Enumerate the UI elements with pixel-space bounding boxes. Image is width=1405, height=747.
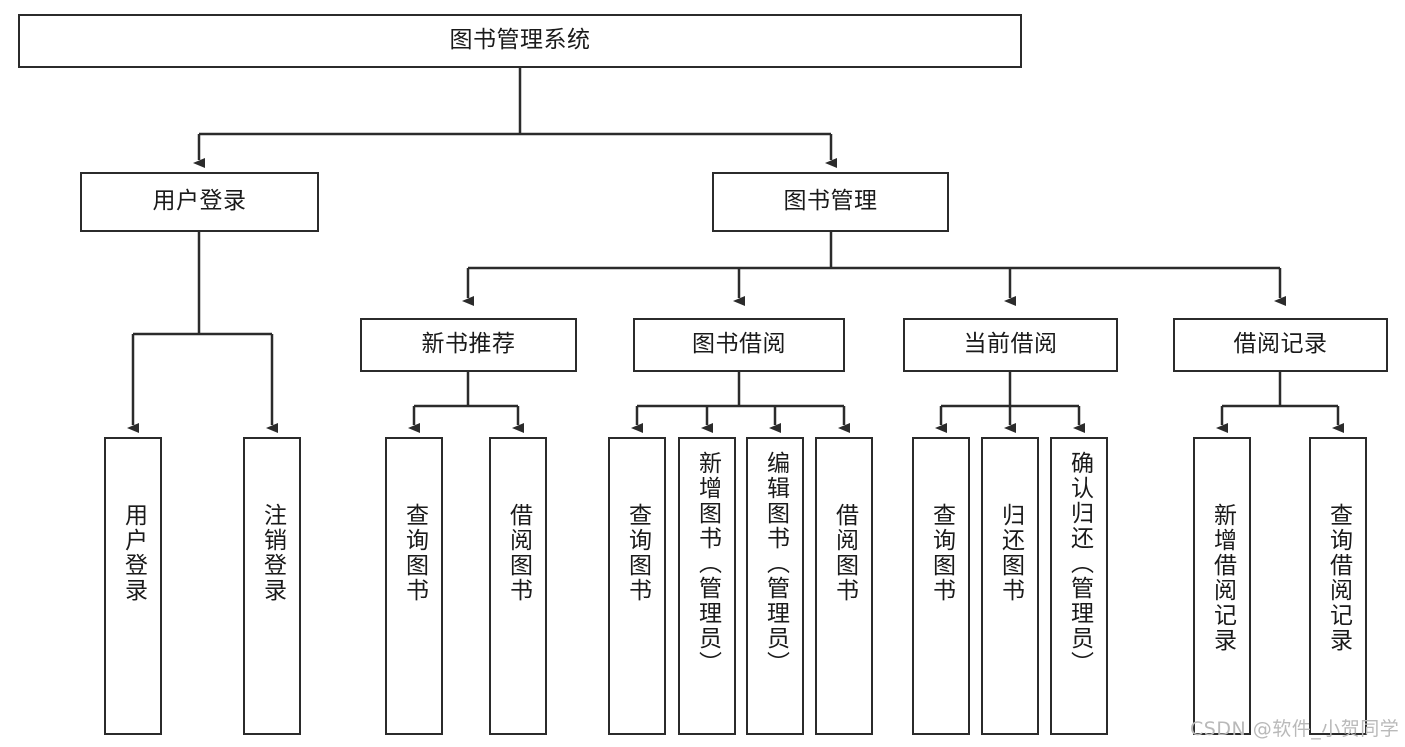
leaf-borrow-book-1[interactable]: 借阅图书: [489, 437, 547, 735]
node-current-borrow[interactable]: 当前借阅: [903, 318, 1118, 372]
leaf-borrow-book-2[interactable]: 借阅图书: [815, 437, 873, 735]
leaf-add-record-label: 新增借阅记录: [1209, 503, 1236, 653]
leaf-borrow-book-1-label: 借阅图书: [505, 503, 532, 603]
node-user-login[interactable]: 用户登录: [80, 172, 319, 232]
leaf-borrow-book-2-label: 借阅图书: [831, 503, 858, 603]
leaf-confirm-return-label: 确认归还（管理员）: [1066, 451, 1093, 676]
leaf-add-book-label: 新增图书（管理员）: [694, 451, 721, 676]
node-book-borrow[interactable]: 图书借阅: [633, 318, 845, 372]
leaf-confirm-return[interactable]: 确认归还（管理员）: [1050, 437, 1108, 735]
leaf-user-login-label: 用户登录: [120, 503, 147, 603]
leaf-query-book-3-label: 查询图书: [928, 503, 955, 603]
leaf-logout-login[interactable]: 注销登录: [243, 437, 301, 735]
node-new-book-recommend[interactable]: 新书推荐: [360, 318, 577, 372]
node-user-login-label: 用户登录: [152, 188, 247, 215]
node-book-borrow-label: 图书借阅: [692, 331, 786, 358]
node-book-manage[interactable]: 图书管理: [712, 172, 949, 232]
node-book-manage-label: 图书管理: [783, 188, 878, 215]
leaf-logout-login-label: 注销登录: [259, 503, 286, 603]
leaf-edit-book[interactable]: 编辑图书（管理员）: [746, 437, 804, 735]
leaf-return-book-label: 归还图书: [997, 503, 1024, 603]
leaf-query-book-1[interactable]: 查询图书: [385, 437, 443, 735]
leaf-edit-book-label: 编辑图书（管理员）: [762, 451, 789, 676]
node-root[interactable]: 图书管理系统: [18, 14, 1022, 68]
node-borrow-record[interactable]: 借阅记录: [1173, 318, 1388, 372]
leaf-query-record[interactable]: 查询借阅记录: [1309, 437, 1367, 735]
node-root-label: 图书管理系统: [449, 27, 591, 54]
leaf-query-book-1-label: 查询图书: [401, 503, 428, 603]
leaf-add-record[interactable]: 新增借阅记录: [1193, 437, 1251, 735]
leaf-user-login[interactable]: 用户登录: [104, 437, 162, 735]
node-current-borrow-label: 当前借阅: [963, 331, 1058, 358]
watermark: CSDN @软件_小贺同学: [1190, 718, 1400, 740]
leaf-add-book[interactable]: 新增图书（管理员）: [678, 437, 736, 735]
node-borrow-record-label: 借阅记录: [1233, 331, 1328, 358]
leaf-query-book-2-label: 查询图书: [624, 503, 651, 603]
leaf-query-book-3[interactable]: 查询图书: [912, 437, 970, 735]
leaf-query-record-label: 查询借阅记录: [1325, 503, 1352, 653]
leaf-query-book-2[interactable]: 查询图书: [608, 437, 666, 735]
leaf-return-book[interactable]: 归还图书: [981, 437, 1039, 735]
node-new-book-recommend-label: 新书推荐: [421, 331, 516, 358]
